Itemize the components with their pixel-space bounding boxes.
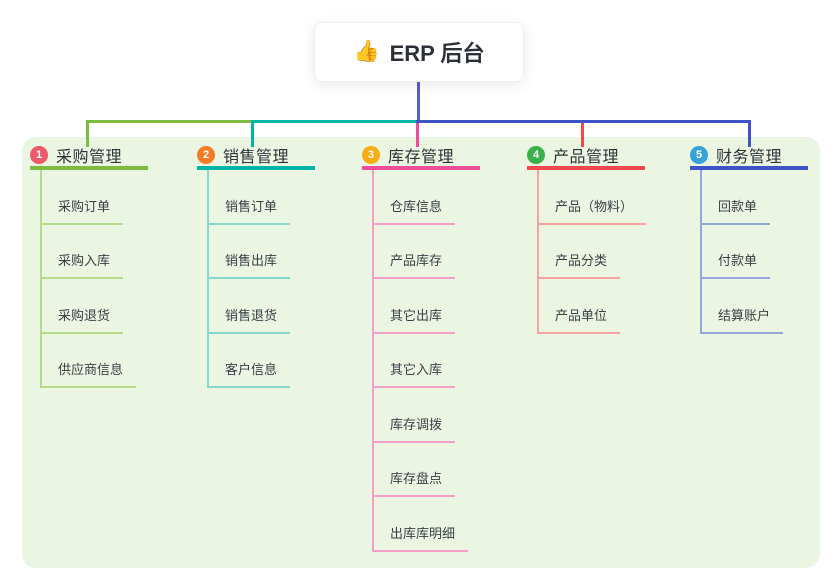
mindmap-item[interactable]: 客户信息 bbox=[209, 334, 291, 388]
item-label: 采购订单 bbox=[42, 196, 124, 225]
bus-segment-left bbox=[86, 120, 254, 123]
branch-2: 2 销售管理销售订单销售出库销售退货客户信息 bbox=[197, 145, 315, 388]
branch-items: 产品（物料） 产品分类产品单位 bbox=[537, 170, 647, 334]
branch-drop-line bbox=[748, 123, 751, 147]
item-label: 付款单 bbox=[702, 250, 771, 279]
mindmap-item[interactable]: 仓库信息 bbox=[374, 170, 468, 225]
item-label: 仓库信息 bbox=[374, 196, 456, 225]
mindmap-item[interactable]: 采购退货 bbox=[42, 279, 136, 334]
mindmap-item[interactable]: 产品分类 bbox=[539, 225, 646, 279]
mindmap-item[interactable]: 回款单 bbox=[702, 170, 783, 225]
mindmap-item[interactable]: 出库库明细 bbox=[374, 497, 469, 552]
bus-segment-right bbox=[416, 120, 751, 123]
item-label: 产品（物料） bbox=[539, 196, 647, 225]
mindmap-item[interactable]: 产品（物料） bbox=[539, 170, 647, 225]
branch-label: 采购管理 bbox=[56, 148, 123, 166]
mindmap-item[interactable]: 销售退货 bbox=[209, 279, 291, 334]
item-label: 其它出库 bbox=[374, 305, 456, 334]
branch-title[interactable]: 5 财务管理 bbox=[690, 145, 808, 170]
item-label: 结算账户 bbox=[702, 305, 784, 334]
item-label: 客户信息 bbox=[209, 359, 291, 388]
mindmap-item[interactable]: 库存调拨 bbox=[374, 388, 468, 443]
root-drop-line bbox=[417, 82, 420, 123]
branch-5: 5 财务管理回款单付款单结算账户 bbox=[690, 145, 808, 334]
mindmap-item[interactable]: 其它出库 bbox=[374, 279, 468, 334]
root-node[interactable]: 👍 ERP 后台 bbox=[314, 22, 524, 82]
item-label: 销售订单 bbox=[209, 196, 291, 225]
branch-number-badge: 4 bbox=[527, 145, 545, 164]
mindmap-item[interactable]: 结算账户 bbox=[702, 279, 784, 334]
branch-title[interactable]: 2 销售管理 bbox=[197, 145, 315, 170]
branch-title[interactable]: 4 产品管理 bbox=[527, 145, 645, 170]
branch-number-badge: 1 bbox=[30, 145, 48, 164]
mindmap-item[interactable]: 销售订单 bbox=[209, 170, 291, 225]
item-label: 库存调拨 bbox=[374, 414, 456, 443]
mindmap-item[interactable]: 其它入库 bbox=[374, 334, 468, 388]
branch-1: 1 采购管理采购订单采购入库采购退货供应商信息 bbox=[30, 145, 148, 388]
mindmap-item[interactable]: 产品单位 bbox=[539, 279, 646, 334]
item-label: 回款单 bbox=[702, 196, 771, 225]
item-label: 销售出库 bbox=[209, 250, 291, 279]
branch-drop-line bbox=[86, 123, 89, 147]
item-label: 销售退货 bbox=[209, 305, 291, 334]
branch-items: 回款单付款单结算账户 bbox=[700, 170, 784, 334]
mindmap-item[interactable]: 销售出库 bbox=[209, 225, 291, 279]
branch-label: 库存管理 bbox=[388, 148, 455, 166]
branch-items: 仓库信息产品库存其它出库其它入库库存调拨库存盘点出库库明细 bbox=[372, 170, 469, 552]
item-label: 采购入库 bbox=[42, 250, 124, 279]
branch-title[interactable]: 3 库存管理 bbox=[362, 145, 480, 170]
item-label: 产品单位 bbox=[539, 305, 621, 334]
branches-panel: 1 采购管理采购订单采购入库采购退货供应商信息 2 销售管理销售订单销售出库销售退货客… bbox=[22, 137, 820, 568]
item-label: 产品库存 bbox=[374, 250, 456, 279]
branch-items: 采购订单采购入库采购退货供应商信息 bbox=[40, 170, 137, 388]
branch-number-badge: 5 bbox=[690, 145, 708, 164]
item-label: 产品分类 bbox=[539, 250, 621, 279]
branch-label: 财务管理 bbox=[716, 148, 783, 166]
branch-label: 产品管理 bbox=[553, 148, 620, 166]
branch-items: 销售订单销售出库销售退货客户信息 bbox=[207, 170, 291, 388]
mindmap-item[interactable]: 产品库存 bbox=[374, 225, 468, 279]
branch-drop-line bbox=[416, 123, 419, 147]
root-label: ERP 后台 bbox=[389, 41, 485, 66]
mindmap-item[interactable]: 供应商信息 bbox=[42, 334, 137, 388]
mindmap-item[interactable]: 采购订单 bbox=[42, 170, 136, 225]
mindmap-item[interactable]: 付款单 bbox=[702, 225, 783, 279]
thumbs-up-icon: 👍 bbox=[353, 40, 380, 63]
branch-drop-line bbox=[251, 123, 254, 147]
mindmap-item[interactable]: 库存盘点 bbox=[374, 443, 468, 497]
branch-3: 3 库存管理仓库信息产品库存其它出库其它入库库存调拨库存盘点出库库明细 bbox=[362, 145, 480, 552]
item-label: 其它入库 bbox=[374, 359, 456, 388]
item-label: 库存盘点 bbox=[374, 468, 456, 497]
item-label: 采购退货 bbox=[42, 305, 124, 334]
branch-number-badge: 3 bbox=[362, 145, 380, 164]
bus-segment-middle bbox=[251, 120, 419, 123]
branch-4: 4 产品管理产品（物料） 产品分类产品单位 bbox=[527, 145, 647, 334]
branch-label: 销售管理 bbox=[223, 148, 290, 166]
branch-title[interactable]: 1 采购管理 bbox=[30, 145, 148, 170]
branch-drop-line bbox=[581, 123, 584, 147]
mindmap-item[interactable]: 采购入库 bbox=[42, 225, 136, 279]
item-label: 供应商信息 bbox=[42, 359, 137, 388]
item-label: 出库库明细 bbox=[374, 523, 469, 552]
branch-number-badge: 2 bbox=[197, 145, 215, 164]
